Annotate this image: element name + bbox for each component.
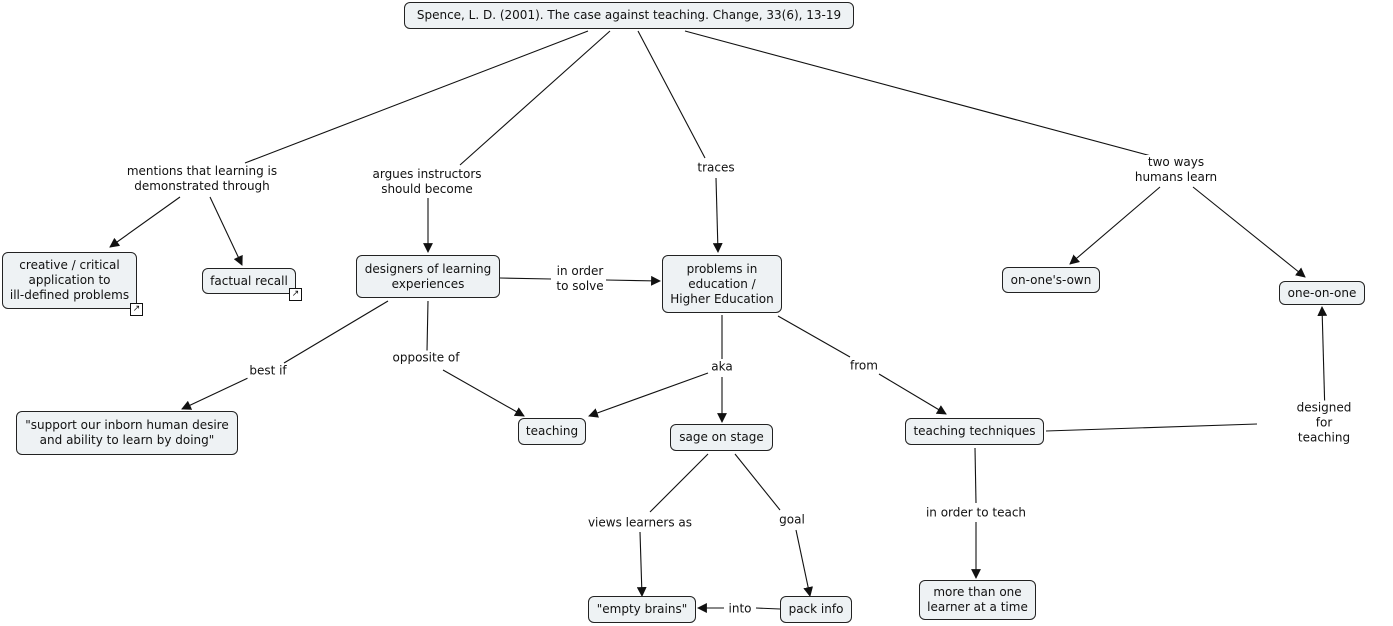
creative-application-text: creative / critical application to ill-d… bbox=[9, 258, 130, 302]
on-ones-own-text: on-one's-own bbox=[1010, 272, 1092, 287]
empty-brains-text: "empty brains" bbox=[596, 602, 688, 616]
label-in-order-to-solve: in order to solve bbox=[554, 264, 606, 294]
external-link-icon[interactable]: ↗ bbox=[289, 288, 302, 301]
one-on-one-text: one-on-one bbox=[1287, 285, 1357, 300]
external-link-icon[interactable]: ↗ bbox=[130, 303, 143, 316]
creative-application-node[interactable]: creative / critical application to ill-d… bbox=[2, 252, 137, 309]
label-opposite-of: opposite of bbox=[390, 350, 462, 366]
more-than-one-text: more than one learner at a time bbox=[927, 585, 1028, 614]
factual-recall-text: factual recall bbox=[210, 273, 288, 288]
teaching-node[interactable]: teaching bbox=[518, 418, 586, 445]
factual-recall-node[interactable]: factual recall bbox=[202, 268, 296, 294]
label-designed-for-teaching: designed for teaching bbox=[1289, 400, 1359, 446]
root-citation-node[interactable]: Spence, L. D. (2001). The case against t… bbox=[404, 2, 854, 29]
label-best-if: best if bbox=[247, 363, 289, 379]
root-citation-text: Spence, L. D. (2001). The case against t… bbox=[416, 8, 842, 22]
label-mentions: mentions that learning is demonstrated t… bbox=[124, 164, 280, 194]
teaching-techniques-node[interactable]: teaching techniques bbox=[905, 418, 1044, 445]
sage-on-stage-text: sage on stage bbox=[679, 430, 764, 444]
teaching-techniques-text: teaching techniques bbox=[913, 424, 1036, 438]
support-quote-text: "support our inborn human desire and abi… bbox=[25, 418, 229, 447]
label-goal: goal bbox=[777, 512, 807, 528]
designers-text: designers of learning experiences bbox=[364, 261, 492, 291]
label-two-ways: two ways humans learn bbox=[1132, 155, 1220, 185]
label-aka: aka bbox=[709, 359, 735, 375]
label-argues: argues instructors should become bbox=[370, 167, 484, 197]
pack-info-node[interactable]: pack info bbox=[780, 596, 852, 623]
pack-info-text: pack info bbox=[788, 602, 844, 616]
on-ones-own-node[interactable]: on-one's-own bbox=[1002, 267, 1100, 293]
empty-brains-node[interactable]: "empty brains" bbox=[588, 596, 696, 623]
label-views-learners-as: views learners as bbox=[585, 515, 695, 531]
problems-text: problems in education / Higher Education bbox=[670, 261, 774, 306]
problems-node[interactable]: problems in education / Higher Education bbox=[662, 255, 782, 313]
more-than-one-node[interactable]: more than one learner at a time bbox=[919, 580, 1036, 620]
sage-on-stage-node[interactable]: sage on stage bbox=[670, 424, 773, 451]
support-quote-node[interactable]: "support our inborn human desire and abi… bbox=[16, 411, 238, 455]
one-on-one-node[interactable]: one-on-one bbox=[1279, 281, 1365, 305]
label-into: into bbox=[726, 601, 754, 617]
label-from: from bbox=[848, 358, 880, 374]
label-in-order-to-teach: in order to teach bbox=[923, 505, 1029, 521]
teaching-text: teaching bbox=[525, 424, 579, 438]
designers-node[interactable]: designers of learning experiences bbox=[356, 255, 500, 298]
label-traces: traces bbox=[695, 160, 737, 176]
